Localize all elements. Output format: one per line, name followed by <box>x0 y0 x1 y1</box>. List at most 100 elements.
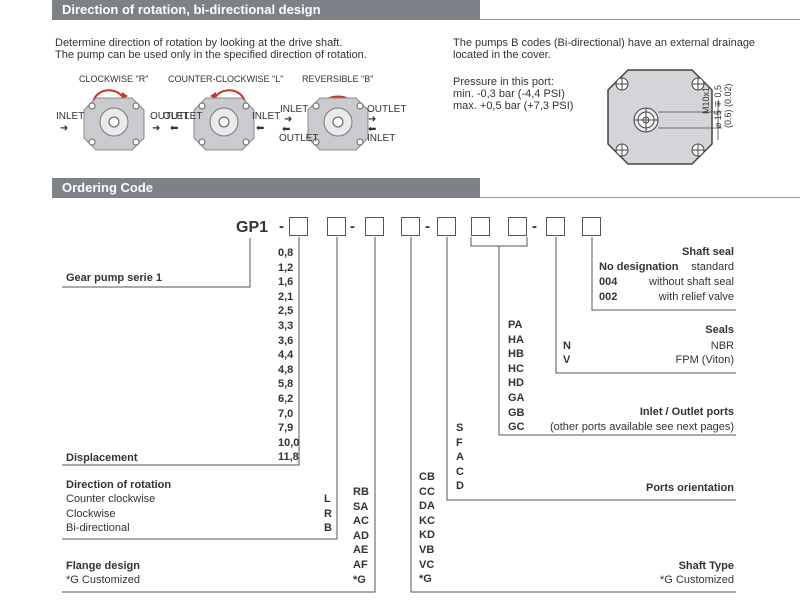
seal-label-n: NBR <box>710 340 734 352</box>
shaft-seal-label-0: standard <box>691 261 734 273</box>
displacement-value: 0,8 <box>278 247 294 259</box>
caption-clockwise: CLOCKWISE "R" <box>79 74 149 84</box>
shaft-type-code: VC <box>419 558 435 571</box>
displacement-value: 2,5 <box>278 305 294 318</box>
rotation-ccw-code: L <box>324 493 331 505</box>
shaft-type-code: CC <box>419 485 435 498</box>
arrow-right-icon: ➜ <box>60 123 69 134</box>
arrow-left-icon: ⬅ <box>368 124 377 135</box>
rotation-cw-label: Clockwise <box>66 508 116 520</box>
pressure-min: min. -0,3 bar (-4,4 PSI) <box>453 88 565 100</box>
displacement-value: 10,0 <box>278 436 300 449</box>
shaft-type-code: *G <box>419 573 432 586</box>
rotation-bi-label: Bi-directional <box>66 522 130 534</box>
pressure-max: max. +0,5 bar (+7,3 PSI) <box>453 100 574 112</box>
code-box-shaft-seal <box>582 217 601 236</box>
ports-code: GC <box>508 421 525 434</box>
flange-code: RB <box>353 486 369 498</box>
displacement-value: 3,6 <box>278 334 294 347</box>
displacement-value: 4,8 <box>278 363 294 376</box>
displacement-value: 2,1 <box>278 290 294 303</box>
flange-code: AE <box>353 544 369 557</box>
rotation-title: Direction of rotation <box>66 479 172 491</box>
ports-code: HA <box>508 333 524 346</box>
arrow-left-icon: ⬅ <box>282 124 291 135</box>
arrow-left-icon: ⬅ <box>256 123 265 134</box>
displacement-value: 6,2 <box>278 392 294 405</box>
intro-line-2: The pump can be used only in the specifi… <box>55 49 367 61</box>
flange-code: AC <box>353 515 369 528</box>
shaft-seal-label-1: without shaft seal <box>649 276 734 288</box>
ports-code: GB <box>508 406 525 419</box>
arrow-right-icon: ➜ <box>152 123 161 134</box>
ports-title: Inlet / Outlet ports <box>639 406 734 418</box>
shaft-seal-label-2: with relief valve <box>658 291 734 303</box>
shaft-seal-title: Shaft seal <box>682 246 734 258</box>
pressure-title: Pressure in this port: <box>453 76 554 88</box>
shaft-seal-code-2: 002 <box>599 291 618 303</box>
pump3-right-bottom-label: INLET <box>367 133 396 144</box>
header-rule <box>480 197 800 198</box>
code-box-ports-1 <box>471 217 490 236</box>
ports-code: GA <box>508 391 525 404</box>
code-dash: - <box>279 218 284 235</box>
seals-title: Seals <box>705 324 734 336</box>
code-box-flange <box>365 217 384 236</box>
displacement-value: 7,9 <box>278 422 294 435</box>
flange-note: *G Customized <box>66 574 140 586</box>
intro-line-1: Determine direction of rotation by looki… <box>55 37 343 49</box>
shaft-type-code: VB <box>419 543 435 556</box>
code-box-ports-2 <box>508 217 527 236</box>
shaft-seal-code-1: 004 <box>599 276 618 288</box>
flange-code: SA <box>353 500 369 513</box>
code-dash: - <box>425 218 430 235</box>
code-box-rotation <box>327 217 346 236</box>
arrow-right-icon: ➜ <box>368 114 377 125</box>
code-dash: - <box>350 218 355 235</box>
pump-cover-drainage-image <box>607 69 722 165</box>
ports-orientation-code: S <box>456 422 464 434</box>
section-header-ordering: Ordering Code <box>52 178 480 198</box>
flange-code: AD <box>353 529 369 542</box>
drain-line-1: The pumps B codes (Bi-directional) have … <box>453 37 756 49</box>
drain-line-2: located in the cover. <box>453 49 551 61</box>
rotation-bi-code: B <box>324 522 332 534</box>
rotation-ccw-label: Counter clockwise <box>66 493 156 505</box>
pump1-right-label: OUTLET <box>150 111 190 122</box>
shaft-type-note: *G Customized <box>660 574 734 586</box>
shaft-type-code: DA <box>419 500 435 513</box>
pump3-left-top-label: INLET <box>280 104 309 115</box>
displacement-value: 7,0 <box>278 407 294 420</box>
pump2-right-label: INLET <box>252 111 281 122</box>
shaft-type-code: KC <box>419 514 435 527</box>
code-box-ports-orientation <box>437 217 456 236</box>
ports-orientation-code: C <box>456 465 464 478</box>
displacement-value: 11,8 <box>278 451 299 464</box>
flange-code: *G <box>353 573 366 586</box>
ports-orientation-title: Ports orientation <box>645 482 734 494</box>
displacement-value: 3,3 <box>278 319 294 332</box>
pump3-left-bottom-label: OUTLET <box>279 133 319 144</box>
code-box-shaft-type <box>401 217 420 236</box>
arrow-left-icon: ⬅ <box>170 123 179 134</box>
code-box-displacement <box>289 217 308 236</box>
code-dash: - <box>532 218 537 235</box>
displacement-value: 5,8 <box>278 378 294 391</box>
pump-counter-clockwise-image <box>193 89 255 151</box>
caption-counter-clockwise: COUNTER-CLOCKWISE "L" <box>168 74 284 84</box>
code-box-seals <box>546 217 565 236</box>
ports-orientation-code: F <box>456 436 463 449</box>
shaft-type-code: CB <box>419 471 435 483</box>
pump2-left-label: OUTLET <box>163 111 203 122</box>
pump-reversible-image <box>307 95 369 151</box>
ports-note: (other ports available see next pages) <box>549 421 734 433</box>
ports-orientation-code: A <box>456 451 464 464</box>
arrow-right-icon: ➜ <box>284 114 293 125</box>
displacement-value: 1,2 <box>278 261 294 274</box>
flange-title: Flange design <box>66 560 140 572</box>
pump-clockwise-image <box>83 89 145 151</box>
